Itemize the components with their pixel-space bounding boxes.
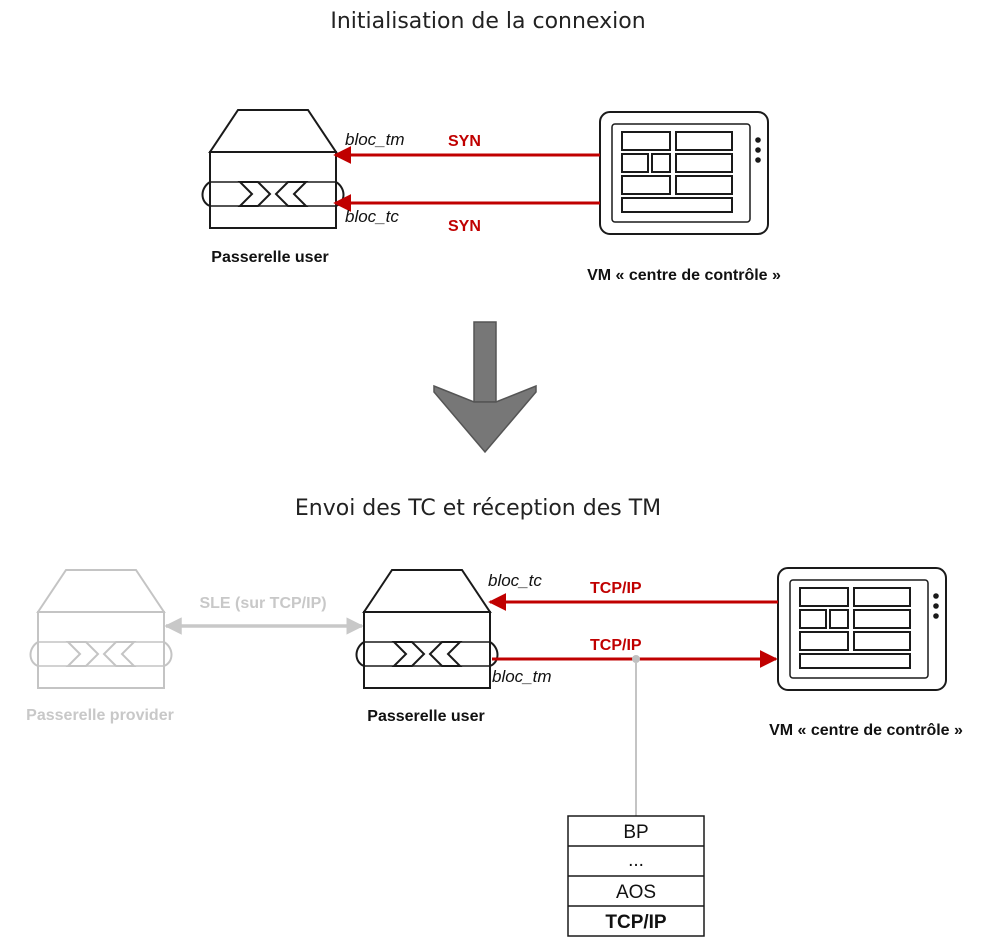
stack-layer-ellipsis: ... bbox=[628, 850, 644, 871]
bottom-gateway-label: Passerelle user bbox=[367, 708, 484, 725]
top-gateway-label: Passerelle user bbox=[211, 249, 328, 266]
bottom-bloc-tm-label: bloc_tm bbox=[492, 667, 552, 686]
top-vm-tablet-icon bbox=[599, 111, 769, 235]
top-bloc-tc-label: bloc_tc bbox=[345, 207, 399, 226]
top-syn-label-1: SYN bbox=[448, 133, 481, 150]
bottom-tcpip-label-2: TCP/IP bbox=[590, 637, 642, 654]
bottom-gateway-server-icon bbox=[355, 569, 499, 689]
stack-layer-tcpip: TCP/IP bbox=[605, 912, 667, 933]
stack-layer-aos: AOS bbox=[616, 882, 656, 903]
protocol-stack: BP ... AOS TCP/IP bbox=[567, 815, 705, 937]
top-syn-label-2: SYN bbox=[448, 218, 481, 235]
tap-point bbox=[632, 655, 640, 663]
sle-label: SLE (sur TCP/IP) bbox=[199, 595, 326, 612]
top-vm-label: VM « centre de contrôle » bbox=[587, 267, 781, 284]
down-arrow-icon bbox=[433, 321, 537, 454]
top-title: Initialisation de la connexion bbox=[330, 9, 645, 34]
provider-server-icon bbox=[29, 569, 173, 689]
top-bloc-tm-label: bloc_tm bbox=[345, 130, 405, 149]
bottom-vm-label: VM « centre de contrôle » bbox=[769, 722, 963, 739]
bottom-bloc-tc-label: bloc_tc bbox=[488, 571, 542, 590]
stack-layer-bp: BP bbox=[623, 822, 648, 843]
bottom-vm-tablet-icon bbox=[777, 567, 947, 691]
top-gateway-server-icon bbox=[201, 109, 345, 229]
bottom-title: Envoi des TC et réception des TM bbox=[295, 496, 661, 521]
bottom-tcpip-label-1: TCP/IP bbox=[590, 580, 642, 597]
provider-label: Passerelle provider bbox=[26, 707, 174, 724]
